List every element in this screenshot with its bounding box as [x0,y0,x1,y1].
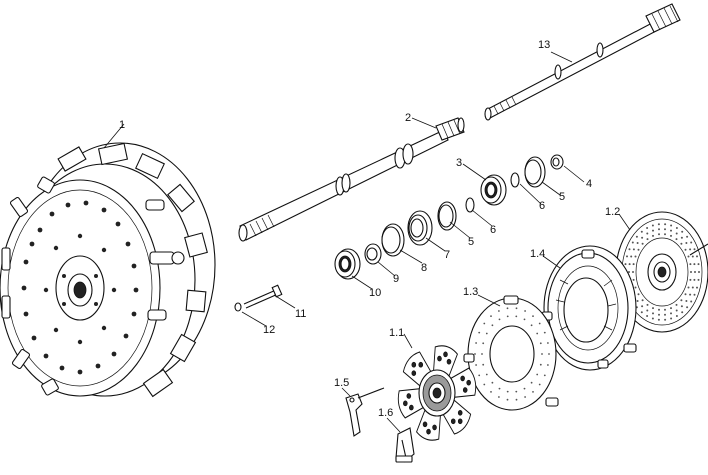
label-11: 11 [295,308,306,320]
label-6-lower: 6 [490,224,496,236]
part-1-clutch-housing [0,142,216,398]
label-1-3: 1.3 [463,286,478,298]
part-10-bearing [334,248,361,280]
label-1-1: 1.1 [389,327,404,339]
part-4-ring [550,154,564,170]
part-1-1-ceramic-disc [397,345,477,441]
part-9-spacer [364,243,382,265]
label-1-4: 1.4 [530,248,545,260]
label-1: 1 [119,119,125,131]
part-7-seal [407,210,433,246]
part-5-seal-lower [437,201,457,231]
callout-labels: 1 2 3 4 5 6 6 5 7 8 9 10 11 12 13 1.1 1.… [119,39,620,419]
label-7: 7 [444,249,450,261]
part-6-snap-ring-upper [510,172,520,188]
label-1-5: 1.5 [334,377,349,389]
label-13: 13 [538,39,550,51]
label-5-lower: 5 [468,236,474,248]
part-8-seal [381,223,405,257]
part-11-bolt [243,284,283,309]
part-1-5-release-lever [345,387,385,437]
label-9: 9 [393,273,399,285]
label-1-2: 1.2 [605,206,620,218]
label-4: 4 [586,178,592,190]
part-1-6-bracket [395,427,415,463]
label-12: 12 [263,324,275,336]
part-13-pto-shaft [484,3,681,121]
label-5-upper: 5 [559,191,565,203]
label-2: 2 [405,112,411,124]
part-1-4-pressure-plate [541,245,637,371]
label-6-upper: 6 [539,200,545,212]
label-1-6: 1.6 [378,407,393,419]
part-12-washer [234,302,242,312]
leader-lines [103,51,631,433]
part-6-snap-ring-lower [465,197,475,213]
label-8: 8 [421,262,427,274]
part-2-main-shaft [238,117,465,242]
part-1-3-intermediate-plate [463,295,559,411]
part-1-2-clutch-disc [615,211,708,333]
label-3: 3 [456,157,462,169]
part-5-seal-upper [524,156,546,188]
label-10: 10 [369,287,381,299]
part-3-bearing [480,174,507,206]
